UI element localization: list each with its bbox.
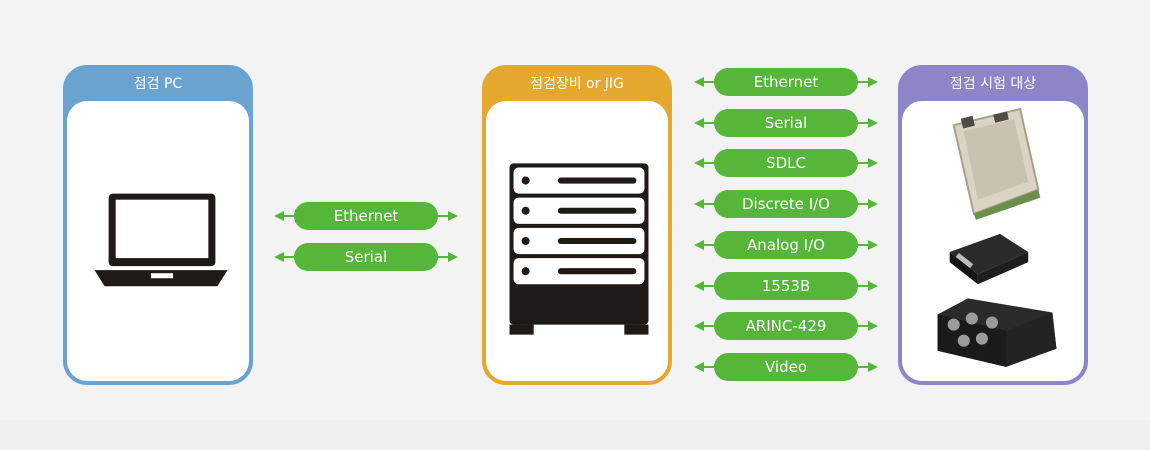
arrow-left-icon: [694, 158, 704, 169]
arrow-right-shaft: [436, 256, 450, 258]
target-panel-body: [902, 101, 1084, 381]
target-link-6: ARINC-429: [694, 312, 878, 341]
rugged-box-connectors-image: [937, 298, 1057, 367]
arrow-right-icon: [868, 280, 878, 291]
arrow-left-icon: [694, 239, 704, 250]
arrow-right-icon: [868, 239, 878, 250]
arrow-left-shaft: [702, 325, 716, 328]
arrow-left-shaft: [702, 121, 716, 124]
bottom-strip: [0, 420, 1150, 450]
arrow-right-icon: [868, 199, 878, 210]
pc-panel-title: 점검 PC: [133, 76, 183, 92]
arrow-left-shaft: [282, 215, 296, 217]
arrow-right-icon: [868, 117, 878, 128]
arrow-left-shaft: [702, 162, 716, 165]
arrow-right-shaft: [856, 325, 870, 328]
pc-link-0: Ethernet: [274, 202, 458, 230]
target-link-5: 1553B: [694, 271, 878, 300]
arrow-right-shaft: [436, 215, 450, 217]
jig-panel-title: 점검장비 or JIG: [530, 76, 624, 92]
target-link-7: Video: [694, 352, 878, 381]
arrow-right-shaft: [856, 284, 870, 287]
arrow-left-icon: [694, 77, 704, 87]
target-link-6-label: ARINC-429: [714, 312, 858, 341]
arrow-right-icon: [868, 361, 878, 372]
pc-panel-body: [67, 101, 249, 381]
arrow-left-icon: [274, 211, 284, 221]
arrow-left-shaft: [702, 81, 716, 83]
arrow-right-icon: [868, 77, 878, 87]
jig-panel-body: [486, 101, 668, 381]
arrow-right-shaft: [856, 203, 870, 206]
target-panel-title: 점검 시험 대상: [949, 76, 1037, 92]
arrow-left-shaft: [702, 203, 716, 206]
arrow-left-shaft: [702, 243, 716, 246]
arrow-right-shaft: [856, 81, 870, 83]
target-link-7-label: Video: [714, 352, 858, 381]
arrow-left-shaft: [282, 256, 296, 258]
arrow-right-shaft: [856, 243, 870, 246]
arrow-left-icon: [694, 199, 704, 210]
target-link-4-label: Analog I/O: [714, 230, 858, 259]
target-link-0: Ethernet: [694, 68, 878, 96]
pc-link-1-label: Serial: [294, 243, 438, 271]
target-link-1: Serial: [694, 108, 878, 137]
arrow-right-shaft: [856, 121, 870, 124]
target-panel: 점검 시험 대상: [898, 65, 1088, 385]
arrow-left-icon: [694, 321, 704, 332]
arrow-left-icon: [694, 361, 704, 372]
arrow-left-icon: [274, 252, 284, 262]
target-link-5-label: 1553B: [714, 271, 858, 300]
jig-panel: 점검장비 or JIG: [482, 65, 672, 385]
target-link-2: SDLC: [694, 149, 878, 178]
target-link-0-label: Ethernet: [714, 68, 858, 96]
circuit-board-module-image: [952, 107, 1041, 220]
arrow-left-shaft: [702, 284, 716, 287]
arrow-right-icon: [868, 321, 878, 332]
target-link-2-label: SDLC: [714, 149, 858, 178]
arrow-left-shaft: [702, 365, 716, 368]
arrow-left-icon: [694, 117, 704, 128]
arrow-right-shaft: [856, 365, 870, 368]
pc-link-0-label: Ethernet: [294, 202, 438, 230]
arrow-right-icon: [448, 252, 458, 262]
target-link-3-label: Discrete I/O: [714, 190, 858, 219]
server-rack-icon: [509, 163, 649, 335]
black-connector-module-image: [949, 233, 1029, 285]
target-link-3: Discrete I/O: [694, 190, 878, 219]
laptop-icon: [94, 193, 228, 287]
target-link-4: Analog I/O: [694, 230, 878, 259]
arrow-left-icon: [694, 280, 704, 291]
arrow-right-icon: [448, 211, 458, 221]
target-link-1-label: Serial: [714, 108, 858, 137]
pc-panel: 점검 PC: [63, 65, 253, 385]
arrow-right-icon: [868, 158, 878, 169]
pc-link-1: Serial: [274, 243, 458, 271]
arrow-right-shaft: [856, 162, 870, 165]
